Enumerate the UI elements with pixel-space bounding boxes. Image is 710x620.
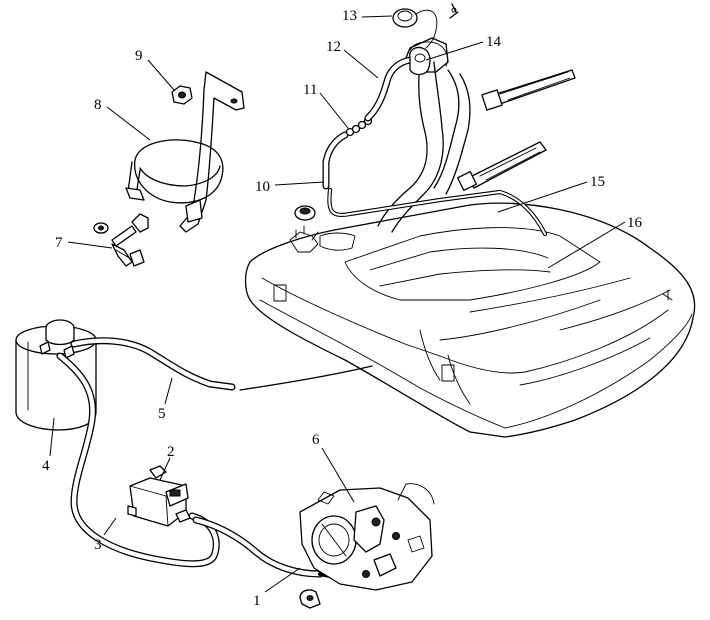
canister-bracket-8 — [125, 71, 245, 233]
callout-4: 4 — [42, 458, 50, 474]
cable-tie-lower — [456, 141, 547, 192]
callout-11: 11 — [303, 82, 317, 98]
hose-clip — [299, 589, 321, 609]
callout-2: 2 — [167, 444, 175, 460]
callout-3: 3 — [94, 537, 102, 553]
hose-3 — [56, 352, 220, 568]
callout-9: 9 — [135, 48, 143, 64]
hose-12 — [364, 56, 414, 122]
bolts-7 — [93, 213, 149, 267]
vent-pipe-15 — [327, 187, 548, 237]
callout-7: 7 — [55, 235, 63, 251]
purge-valve-2 — [127, 465, 191, 527]
callout-16: 16 — [627, 215, 643, 231]
callout-15: 15 — [590, 174, 605, 190]
callout-5: 5 — [158, 406, 166, 422]
callout-13: 13 — [342, 8, 357, 24]
callout-labels: 1 2 3 4 5 6 7 8 9 10 11 12 13 14 15 16 — [42, 8, 643, 609]
callout-6: 6 — [312, 432, 320, 448]
nut-9 — [171, 85, 193, 105]
fuel-tank — [244, 202, 696, 438]
filler-cap-13 — [392, 3, 459, 49]
callout-12: 12 — [326, 39, 341, 55]
callout-8: 8 — [94, 97, 102, 113]
callout-1: 1 — [253, 593, 261, 609]
grommet-14 — [409, 46, 431, 76]
throttle-body-6 — [299, 483, 435, 591]
callout-10: 10 — [255, 179, 270, 195]
cable-tie-upper — [481, 69, 576, 111]
callout-14: 14 — [486, 34, 502, 50]
hose-10 — [322, 131, 349, 190]
grommet — [294, 205, 316, 221]
hose-5 — [70, 337, 373, 391]
leader-lines — [49, 15, 626, 593]
